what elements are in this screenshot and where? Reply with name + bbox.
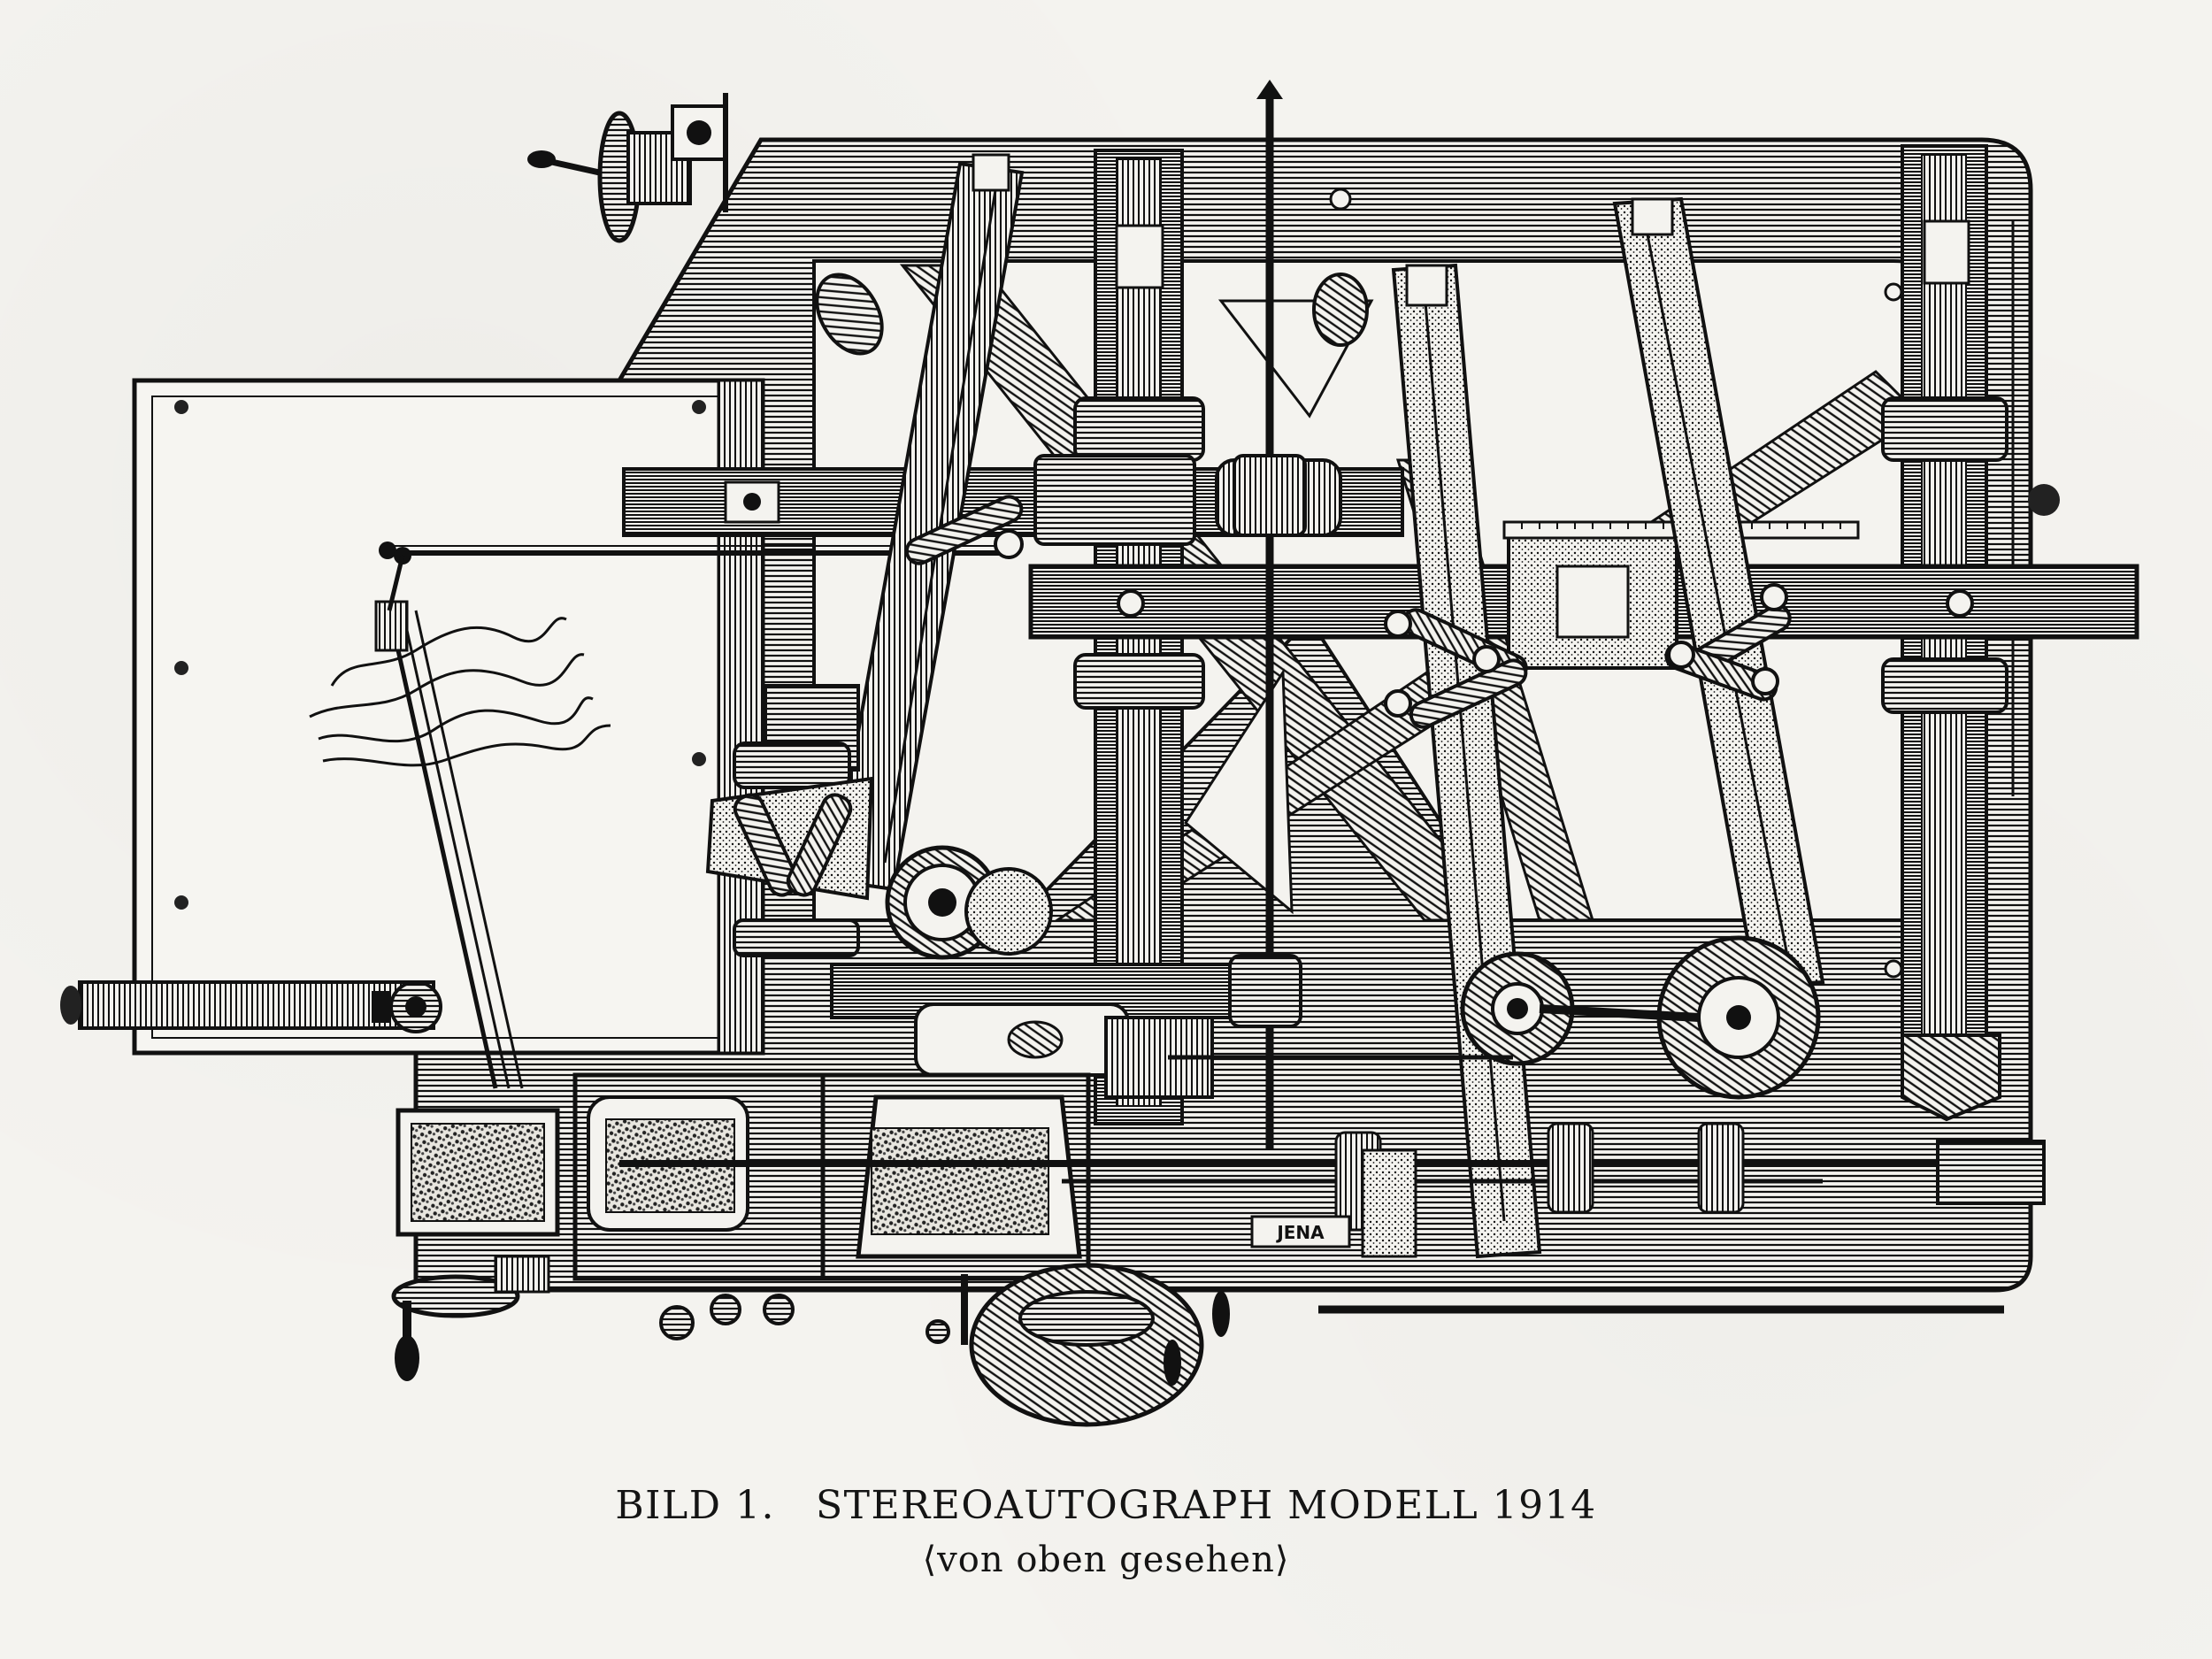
- tracer-rods: [374, 547, 524, 1089]
- bottom-shafts: [619, 1122, 2046, 1314]
- left-bracket-linkage: [705, 684, 874, 957]
- caption-title-line: BILD 1. STEREOAUTOGRAPH MODELL 1914: [0, 1479, 2212, 1532]
- right-diagonal-arm: [1612, 196, 1825, 989]
- main-cross-bar: [1028, 534, 2139, 670]
- figure-subtitle: ⟨von oben gesehen⟩: [922, 1540, 1290, 1580]
- figure-title: STEREOAUTOGRAPH MODELL 1914: [816, 1483, 1597, 1528]
- lower-knobs: [659, 1294, 950, 1344]
- jena-nameplate: JENA: [1250, 1215, 1351, 1248]
- plotted-contours: [309, 617, 611, 767]
- board-handle-bar: [60, 980, 442, 1033]
- right-photo-plate-holder: [820, 1072, 1091, 1281]
- left-handwheel-crank: [391, 1255, 550, 1381]
- central-carriage: [830, 954, 1513, 1099]
- left-gear-wheel: [885, 845, 1053, 960]
- figure-label: BILD 1.: [615, 1483, 776, 1528]
- pivot-joints: [994, 529, 1788, 718]
- bottom-flywheel: [961, 1263, 1230, 1427]
- top-crank-assembly: [527, 93, 728, 243]
- right-gear-wheel: [1539, 935, 1821, 1100]
- figure-caption: BILD 1. STEREOAUTOGRAPH MODELL 1914 ⟨von …: [0, 1479, 2212, 1586]
- nameplate-text: JENA: [1275, 1222, 1325, 1243]
- corner-bevel-housing: [1901, 1033, 2001, 1122]
